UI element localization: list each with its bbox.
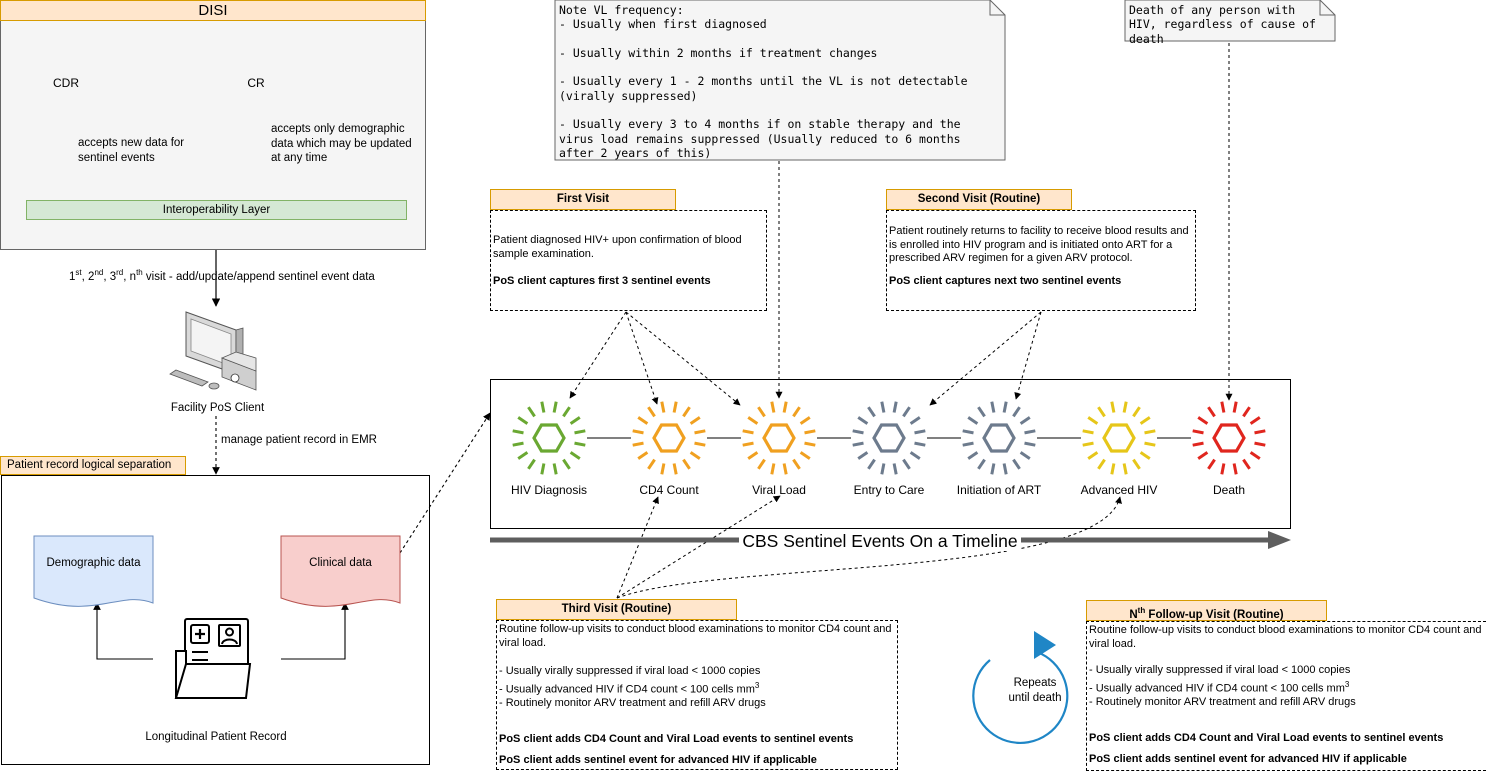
note-death-shape: [1124, 0, 1336, 42]
visits-label: 1st, 2nd, 3rd, nth visit - add/update/ap…: [69, 268, 375, 283]
clinical-data-label: Clinical data: [309, 557, 372, 569]
nth-visit-bullet-2: - Usually advanced HIV if CD4 count < 10…: [1089, 679, 1350, 695]
initiation-of-art-event-icon: [962, 401, 1036, 475]
cd4-count-event-icon: [632, 401, 706, 475]
second-visit-title: Second Visit (Routine): [886, 189, 1072, 210]
nth-visit-bold-2: PoS client adds sentinel event for advan…: [1089, 752, 1407, 765]
sentinel-timeline-box: [490, 379, 1291, 529]
patient-record-icon: [174, 618, 252, 699]
nth-visit-bold-1: PoS client adds CD4 Count and Viral Load…: [1089, 732, 1444, 745]
emr-label: manage patient record in EMR: [221, 434, 377, 446]
note-vl-shape: [554, 0, 1006, 161]
timeline-title: CBS Sentinel Events On a Timeline: [700, 530, 1060, 552]
cdr-note: accepts new data for sentinel events: [78, 137, 185, 164]
nth-visit-intro: Routine follow-up visits to conduct bloo…: [1089, 624, 1482, 650]
advanced-hiv-event-icon: [1082, 401, 1156, 475]
nth-visit-box: Routine follow-up visits to conduct bloo…: [1086, 621, 1486, 771]
to-clinical-arrow: [281, 602, 349, 660]
cr-label: CR: [247, 76, 265, 90]
first-visit-bold: PoS client captures first 3 sentinel eve…: [493, 275, 711, 287]
repeat-cycle-icon: [972, 631, 1069, 745]
cr-note: accepts only demographic data which may …: [271, 123, 412, 164]
tv-advanced-arrow: [616, 496, 1122, 599]
nth-visit-bullet-1: - Usually virally suppressed if viral lo…: [1089, 664, 1351, 676]
third-visit-bold-1: PoS client adds CD4 Count and Viral Load…: [499, 733, 854, 746]
patient-record-container: [1, 475, 430, 765]
sv-entry-arrow: [929, 311, 1042, 406]
repeat-label: Repeats until death: [1008, 677, 1062, 704]
clinical-document-shape: [280, 535, 401, 607]
second-visit-body: Patient routinely returns to facility to…: [889, 225, 1189, 264]
nth-visit-bullet-3: - Routinely monitor ARV treatment and re…: [1089, 695, 1356, 708]
death-event-label: Death: [1212, 483, 1246, 497]
hiv-diagnosis-event-label: HIV Diagnosis: [510, 483, 588, 497]
hiv-diagnosis-event-icon: [512, 401, 586, 475]
cdr-label: CDR: [53, 76, 79, 90]
fv-cd4-arrow: [625, 311, 659, 405]
viral-load-event-icon: [742, 401, 816, 475]
third-visit-intro: Routine follow-up visits to conduct bloo…: [499, 623, 892, 649]
advanced-hiv-event-label: Advanced HIV: [1080, 483, 1158, 497]
third-visit-bold-2: PoS client adds sentinel event for advan…: [499, 753, 817, 766]
second-visit-box: Patient routinely returns to facility to…: [886, 210, 1196, 311]
entry-to-care-event-label: Entry to Care: [853, 483, 925, 497]
third-visit-bullet-1: - Usually virally suppressed if viral lo…: [499, 665, 761, 677]
longitudinal-record-label: Longitudinal Patient Record: [145, 731, 287, 743]
first-visit-title: First Visit: [490, 189, 676, 210]
first-visit-body: Patient diagnosed HIV+ upon confirmation…: [493, 234, 742, 260]
tv-vl-arrow: [616, 495, 781, 599]
third-visit-bullet-2: - Usually advanced HIV if CD4 count < 10…: [499, 680, 760, 696]
disi-title: DISI: [0, 0, 426, 21]
death-event-icon: [1192, 401, 1266, 475]
note-vl-frequency: Note VL frequency: - Usually when first …: [559, 3, 968, 160]
demographic-data-label: Demographic data: [46, 557, 141, 569]
tv-cd4-arrow: [616, 496, 659, 599]
timeline-arrow-head: [1268, 531, 1291, 549]
patient-record-header: Patient record logical separation: [0, 456, 186, 475]
to-demographic-arrow: [93, 602, 153, 660]
note-death: Death of any person with HIV, regardless…: [1129, 3, 1316, 46]
interoperability-layer: Interoperability Layer: [26, 200, 407, 220]
computer-icon: [169, 311, 257, 391]
initiation-of-art-event-label: Initiation of ART: [956, 483, 1042, 497]
entry-to-care-event-icon: [852, 401, 926, 475]
fv-hiv-arrow: [569, 311, 627, 399]
third-visit-title: Third Visit (Routine): [496, 599, 737, 620]
viral-load-event-label: Viral Load: [752, 483, 806, 497]
fv-vl-arrow: [625, 311, 741, 406]
pos-client-label: Facility PoS Client: [170, 402, 265, 414]
third-visit-bullet-3: - Routinely monitor ARV treatment and re…: [499, 696, 766, 709]
demographic-document-shape: [33, 535, 154, 607]
third-visit-box: Routine follow-up visits to conduct bloo…: [496, 620, 898, 770]
clinical-timeline-arrow: [399, 412, 491, 554]
first-visit-box: Patient diagnosed HIV+ upon confirmation…: [490, 210, 767, 311]
cd4-count-event-label: CD4 Count: [639, 483, 699, 497]
second-visit-bold: PoS client captures next two sentinel ev…: [889, 274, 1122, 287]
nth-visit-title: Nth Follow-up Visit (Routine): [1086, 600, 1327, 621]
